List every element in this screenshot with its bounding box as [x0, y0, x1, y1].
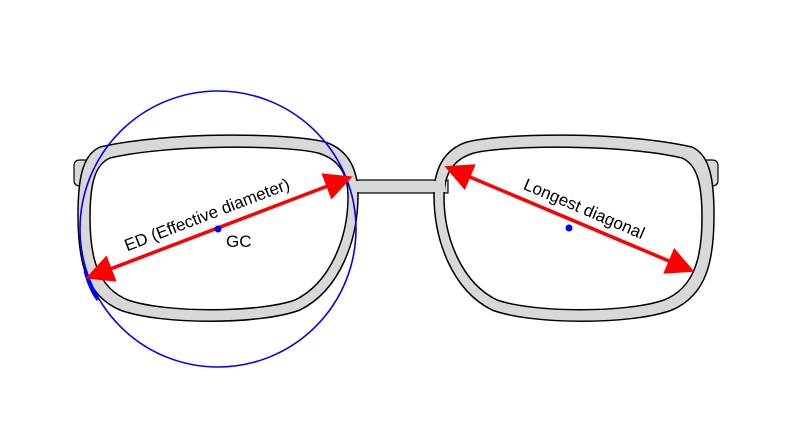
effective-diameter-circle [79, 90, 357, 368]
geometric-center-dot-right [565, 224, 573, 232]
effective-diameter-label: ED (Effective diameter) [122, 175, 293, 256]
longest-diagonal-arrow [444, 164, 695, 274]
longest-diagonal-label: Longest diagonal [521, 175, 648, 243]
right-lens-frame [433, 134, 719, 322]
geometric-center-dot-left [214, 225, 222, 233]
geometric-center-label: GC [226, 232, 252, 251]
